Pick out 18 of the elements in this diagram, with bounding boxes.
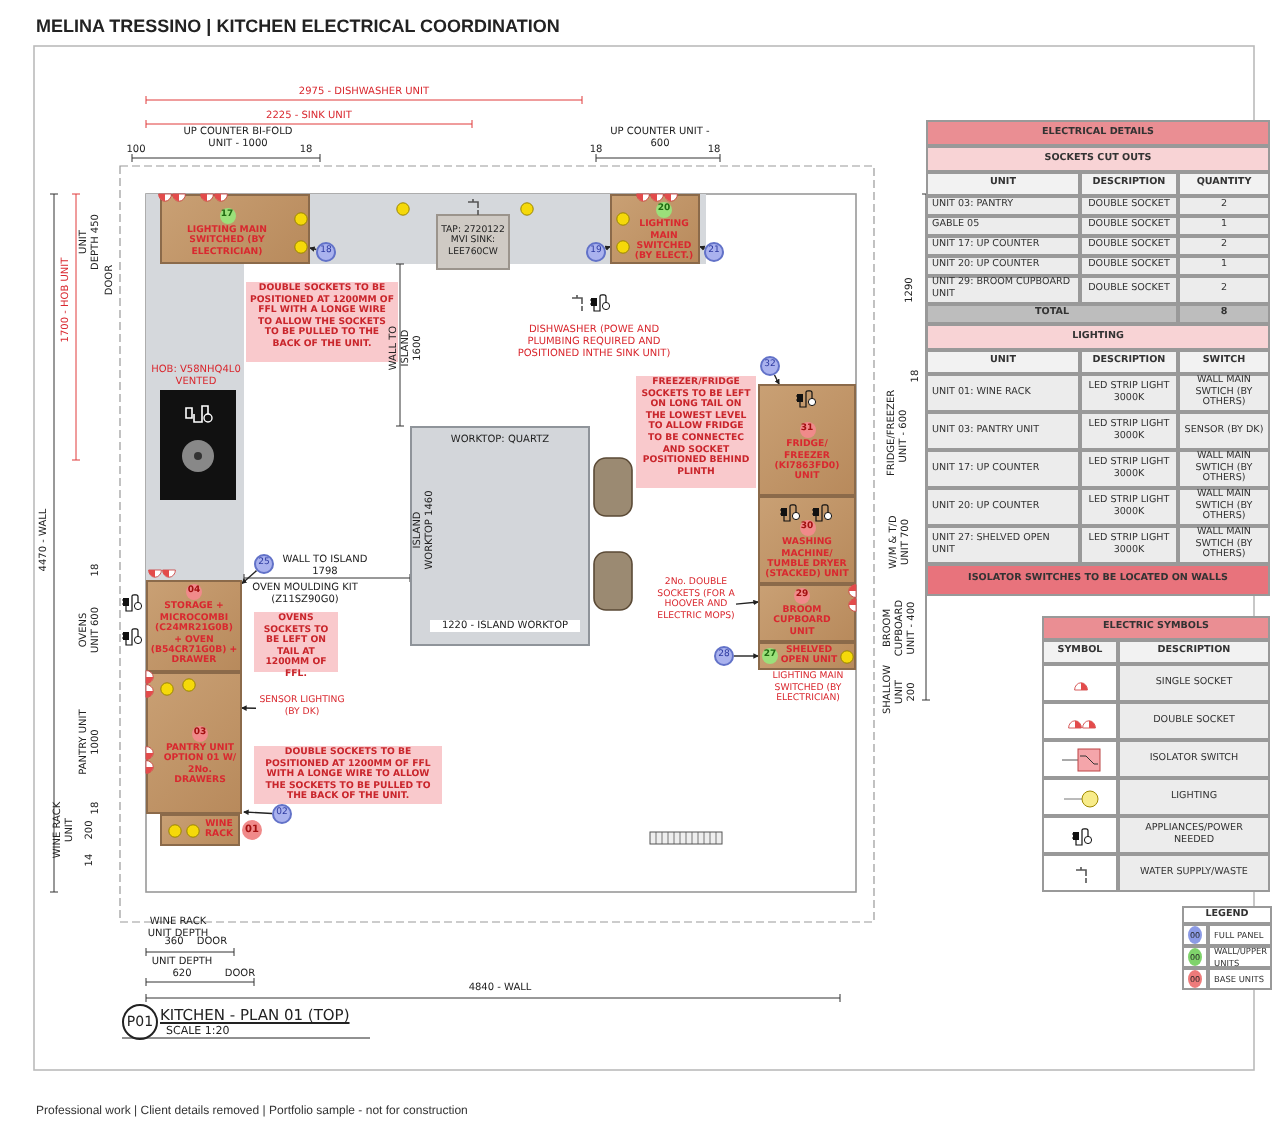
leader-line (241, 569, 258, 585)
leader-line (699, 245, 706, 251)
leader-line (735, 599, 759, 606)
leader-line (604, 245, 611, 251)
cabinet-unit (610, 194, 700, 264)
cabinet-unit (758, 584, 856, 642)
page-title: MELINA TRESSINO | KITCHEN ELECTRICAL COORDINATION (36, 16, 560, 36)
cabinet-unit (160, 194, 310, 264)
leader-line (733, 653, 759, 659)
cabinet-unit (758, 642, 856, 670)
cabinet-unit (146, 672, 242, 814)
cabinet-unit (146, 580, 242, 672)
leader-line (309, 246, 317, 252)
cabinet-unit (758, 384, 856, 496)
leader-line (241, 705, 257, 711)
cabinet-unit (758, 496, 856, 584)
leader-line (773, 374, 780, 385)
leader-line (243, 809, 273, 816)
